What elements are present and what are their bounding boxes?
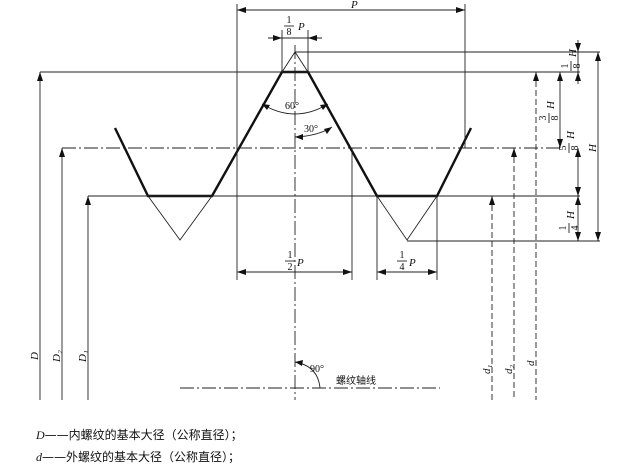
svg-text:8: 8 (572, 64, 583, 69)
right-groove-tip (376, 195, 438, 241)
label-eighth-p: 1 8 P (284, 15, 305, 38)
label-90-deg: 90° (310, 364, 324, 375)
label-D2: D₂ (51, 350, 63, 363)
svg-text:1: 1 (560, 64, 571, 69)
thread-profile-outline (113, 70, 473, 198)
D2-arrow (59, 148, 65, 157)
legend-line-D: D——内螺纹的基本大径（公称直径）； (36, 428, 243, 442)
svg-text:4: 4 (400, 262, 405, 273)
label-H: H (587, 143, 599, 153)
legend-text: ——外螺纹的基本大径（公称直径）； (42, 450, 241, 464)
label-d1: d₁ (481, 365, 493, 375)
d1-arrow (489, 196, 495, 205)
d2-arrow (511, 148, 517, 157)
svg-text:8: 8 (287, 27, 292, 38)
svg-text:2: 2 (288, 262, 293, 273)
label-D1: D₁ (77, 350, 89, 363)
label-H-three-eighths: 3 8 H (538, 100, 561, 123)
legend-symbol: d (36, 450, 42, 464)
legend-symbol: D (36, 428, 45, 442)
label-60-deg: 60° (285, 101, 299, 112)
label-thread-axis: 螺纹轴线 (336, 374, 376, 387)
label-H-five-eighths: 5 8 H (558, 130, 581, 153)
svg-text:1: 1 (288, 250, 293, 261)
label-30-deg: 30° (304, 124, 318, 135)
svg-text:1: 1 (287, 15, 292, 26)
legend-line-d: d——外螺纹的基本大径（公称直径）； (36, 450, 240, 464)
d-arrow (533, 72, 539, 81)
label-H-quarter: 1 4 H (558, 210, 581, 233)
label-d2: d₂ (503, 365, 515, 375)
svg-text:3: 3 (538, 116, 549, 121)
thread-profile-diagram: P 1 8 P 1 2 P 1 4 P 60° 30° 90° 螺纹轴线 D D… (29, 0, 601, 400)
svg-text:1: 1 (400, 250, 405, 261)
label-quarter-p: 1 4 P (397, 250, 416, 273)
svg-text:P: P (297, 21, 305, 33)
label-half-p: 1 2 P (285, 250, 304, 273)
D-arrow (37, 72, 43, 81)
label-D: D (29, 352, 41, 361)
svg-text:P: P (296, 257, 304, 269)
left-groove-tip (147, 195, 213, 241)
D1-arrow (85, 196, 91, 205)
svg-text:H: H (545, 100, 557, 110)
svg-text:8: 8 (550, 116, 561, 121)
svg-text:1: 1 (558, 226, 569, 231)
svg-text:H: H (565, 210, 577, 220)
svg-text:8: 8 (570, 146, 581, 151)
legend-text: ——内螺纹的基本大径（公称直径）； (44, 428, 243, 442)
label-P: P (350, 0, 358, 11)
label-H-eighth: 1 8 H (560, 48, 583, 71)
svg-text:H: H (567, 48, 579, 58)
svg-text:H: H (565, 130, 577, 140)
svg-text:4: 4 (570, 226, 581, 231)
label-d: d (525, 360, 537, 366)
svg-text:P: P (408, 257, 416, 269)
svg-text:5: 5 (558, 146, 569, 151)
